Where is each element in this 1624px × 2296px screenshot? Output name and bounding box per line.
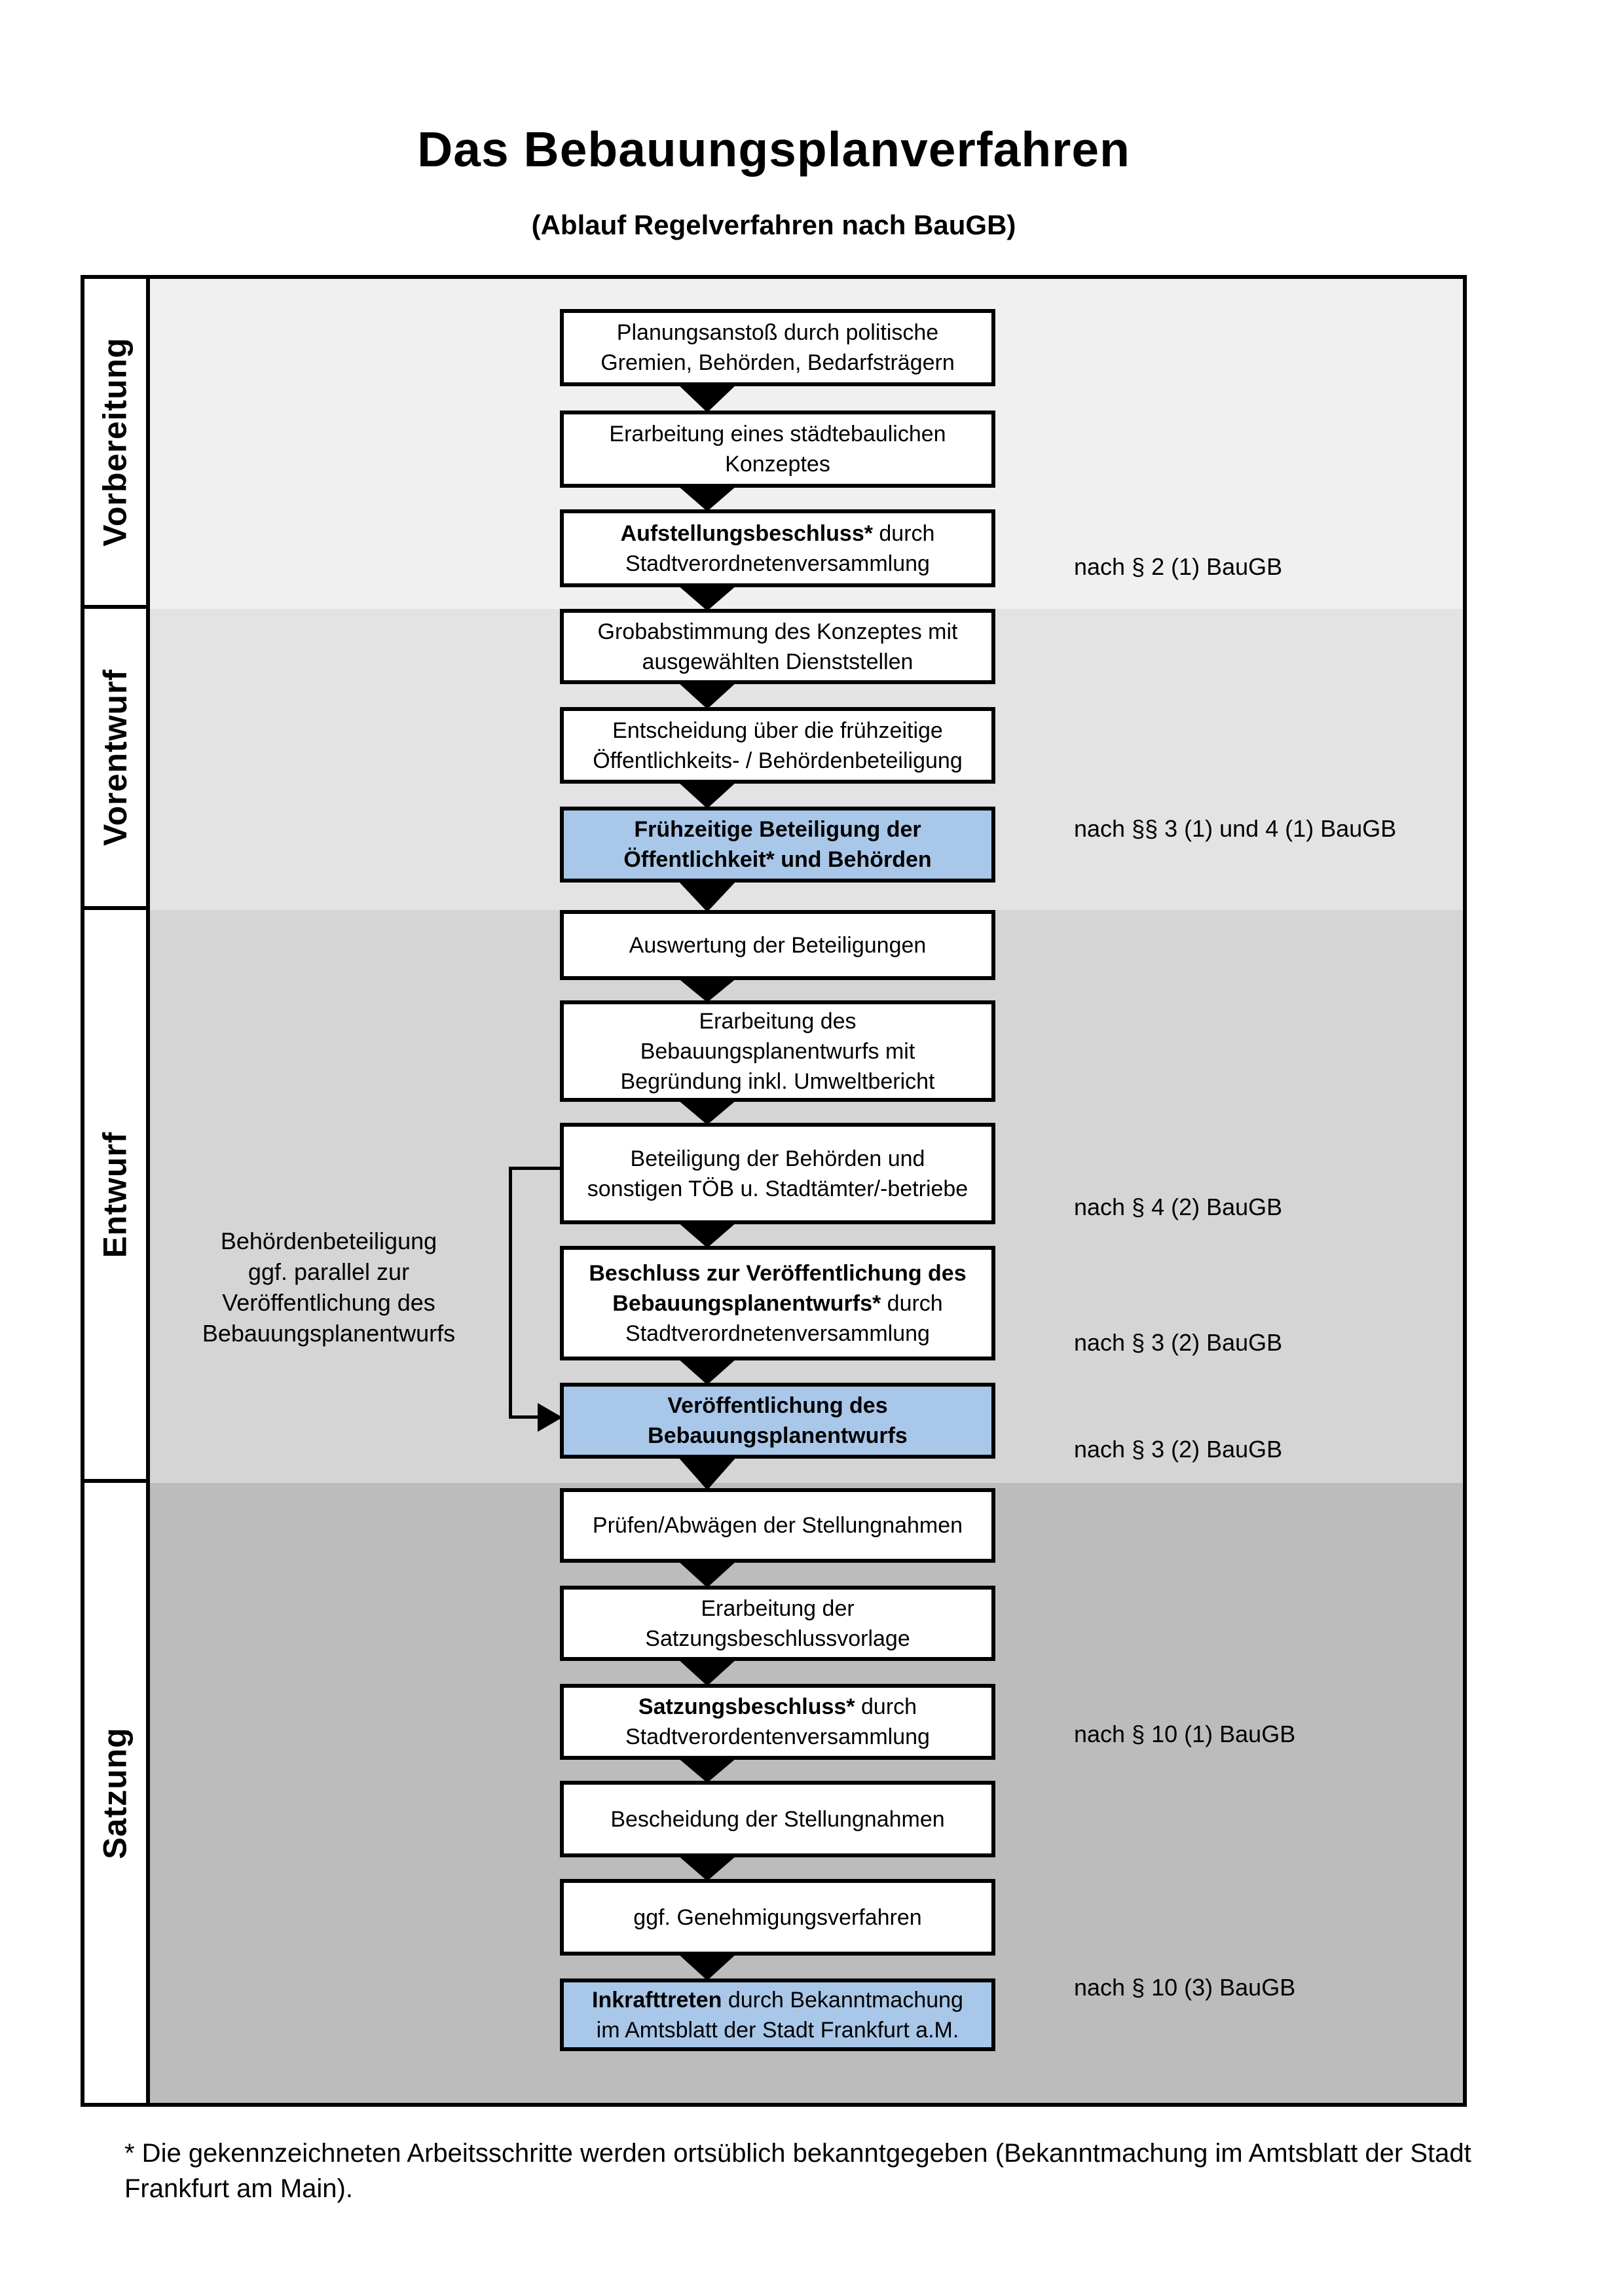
phase-label-cell-satzung: Satzung — [84, 1483, 146, 2103]
flow-box-auswertung-beteiligungen: Auswertung der Beteiligungen — [560, 910, 995, 980]
flow-box-text: durch Bekanntmachung — [722, 1987, 963, 2013]
phase-label-vorbereitung: Vorbereitung — [97, 337, 134, 547]
flow-box-text: Auswertung der Beteiligungen — [629, 932, 927, 958]
phase-label-vorentwurf: Vorentwurf — [97, 668, 134, 847]
legal-reference-aufstellungsbeschluss: nach § 2 (1) BauGB — [1074, 553, 1283, 580]
flow-box-text: im Amtsblatt der Stadt Frankfurt a.M. — [596, 2017, 959, 2043]
side-note-line: Bebauungsplanentwurfs — [202, 1320, 456, 1347]
flow-box-text: Öffentlichkeit* und Behörden — [623, 847, 932, 872]
flow-box-text: Planungsanstoß durch politische — [616, 320, 939, 345]
flow-box-inkrafttreten: Inkrafttreten durch Bekanntmachung im Amt… — [560, 1978, 995, 2051]
down-arrow-icon — [678, 384, 737, 412]
flow-box-grobabstimmung: Grobabstimmung des Konzeptes mit ausgewäh… — [560, 609, 995, 684]
flow-box-text: Aufstellungsbeschluss* — [620, 520, 873, 546]
flow-box-text: Konzeptes — [725, 452, 830, 477]
flow-box-text: Begründung inkl. Umweltbericht — [620, 1068, 935, 1094]
flow-box-text: ggf. Genehmigungsverfahren — [633, 1904, 922, 1930]
bracket-arrow-right-icon — [538, 1403, 563, 1432]
bracket-connector-top-segment — [509, 1167, 560, 1170]
flow-box-pruefen-abwaegen: Prüfen/Abwägen der Stellungnahmen — [560, 1488, 995, 1563]
down-arrow-icon — [678, 782, 737, 809]
flow-box-text: Bebauungsplanentwurfs* — [612, 1290, 881, 1316]
down-arrow-icon — [678, 1659, 737, 1686]
flow-box-text: Veröffentlichung des — [667, 1393, 888, 1418]
down-arrow-icon — [678, 486, 737, 511]
phase-label-satzung: Satzung — [97, 1726, 134, 1859]
phase-label-cell-vorentwurf: Vorentwurf — [84, 609, 146, 910]
down-arrow-icon — [678, 1100, 737, 1125]
legal-reference-fruehzeitige-beteiligung: nach §§ 3 (1) und 4 (1) BauGB — [1074, 815, 1397, 842]
down-arrow-icon — [678, 1222, 737, 1248]
page-title: Das Bebauungsplanverfahren — [417, 122, 1130, 177]
flow-box-text: durch — [872, 520, 935, 546]
down-arrow-icon — [678, 1954, 737, 1980]
flow-box-text: ausgewählten Dienststellen — [642, 649, 913, 674]
side-note-line: Behördenbeteiligung — [220, 1228, 437, 1254]
flow-box-text: sonstigen TÖB u. Stadtämter/-betriebe — [587, 1176, 969, 1201]
flow-box-text: Frühzeitige Beteiligung der — [634, 817, 921, 842]
flow-box-text: Prüfen/Abwägen der Stellungnahmen — [592, 1513, 963, 1538]
bracket-connector-bottom-segment — [509, 1415, 540, 1419]
page-subtitle: (Ablauf Regelverfahren nach BauGB) — [531, 210, 1016, 240]
down-arrow-icon — [678, 585, 737, 611]
flow-box-text: Stadtverordentenversammlung — [625, 1724, 930, 1749]
down-arrow-icon — [678, 978, 737, 1002]
flow-box-text: Erarbeitung der — [701, 1595, 855, 1621]
flow-box-text: Erarbeitung des — [699, 1008, 857, 1034]
flow-box-text: Gremien, Behörden, Bedarfsträgern — [600, 350, 955, 375]
flow-box-text: Erarbeitung eines städtebaulichen — [609, 422, 946, 446]
flow-box-bescheidung-stellungnahmen: Bescheidung der Stellungnahmen — [560, 1781, 995, 1857]
legal-reference-veroeffentlichung-entwurf: nach § 3 (2) BauGB — [1074, 1436, 1283, 1463]
flow-box-text: Stadtverordnetenversammlung — [625, 551, 930, 576]
flow-box-text: Bebauungsplanentwurfs mit — [640, 1038, 915, 1064]
down-arrow-icon — [678, 1758, 737, 1783]
side-note: Behördenbeteiligung ggf. parallel zur Ve… — [132, 1226, 525, 1349]
flow-box-text: Beschluss zur Veröffentlichung des — [589, 1260, 967, 1286]
flow-box-text: durch — [881, 1290, 943, 1316]
side-note-line: ggf. parallel zur — [248, 1258, 410, 1285]
down-arrow-icon — [678, 682, 737, 709]
flow-box-text: Öffentlichkeits- / Behördenbeteiligung — [593, 748, 963, 773]
down-arrow-icon — [678, 1855, 737, 1881]
flow-box-text: Inkrafttreten — [592, 1987, 722, 2013]
flow-box-text: Satzungsbeschlussvorlage — [645, 1626, 910, 1651]
down-arrow-icon — [678, 1457, 737, 1490]
down-arrow-icon — [678, 1561, 737, 1588]
legal-reference-beteiligung-behoerden: nach § 4 (2) BauGB — [1074, 1194, 1283, 1220]
down-arrow-icon — [678, 1358, 737, 1385]
flow-box-text: durch — [855, 1694, 917, 1719]
flow-box-text: Stadtverordnetenversammlung — [625, 1321, 930, 1346]
phase-label-column: Vorbereitung Vorentwurf Entwurf Satzung — [84, 279, 150, 2103]
bracket-connector-vertical-segment — [509, 1167, 512, 1418]
flow-box-genehmigungsverfahren: ggf. Genehmigungsverfahren — [560, 1879, 995, 1956]
down-arrow-icon — [678, 881, 737, 912]
phase-label-cell-vorbereitung: Vorbereitung — [84, 279, 146, 609]
flow-box-text: Bescheidung der Stellungnahmen — [610, 1806, 945, 1832]
flowchart: Vorbereitung Vorentwurf Entwurf Satzung … — [84, 279, 1463, 2103]
flow-box-text: Entscheidung über die frühzeitige — [612, 718, 943, 743]
phase-label-entwurf: Entwurf — [97, 1131, 134, 1258]
footnote: * Die gekennzeichneten Arbeitsschritte w… — [124, 2139, 1471, 2203]
flow-box-text: Beteiligung der Behörden und — [630, 1146, 925, 1171]
legal-reference-satzungsbeschluss: nach § 10 (1) BauGB — [1074, 1721, 1296, 1747]
side-note-line: Veröffentlichung des — [222, 1289, 435, 1316]
legal-reference-inkrafttreten: nach § 10 (3) BauGB — [1074, 1974, 1296, 2001]
flowchart-frame: Vorbereitung Vorentwurf Entwurf Satzung … — [81, 275, 1467, 2107]
flow-box-text: Bebauungsplanentwurfs — [648, 1423, 908, 1448]
legal-reference-beschluss-veroeffentlichung: nach § 3 (2) BauGB — [1074, 1329, 1283, 1356]
flow-box-text: Satzungsbeschluss* — [638, 1694, 855, 1719]
phase-label-cell-entwurf: Entwurf — [84, 910, 146, 1483]
flow-box-text: Grobabstimmung des Konzeptes mit — [597, 619, 958, 644]
flow-box-beteiligung-behoerden: Beteiligung der Behörden und sonstigen TÖ… — [560, 1123, 995, 1224]
